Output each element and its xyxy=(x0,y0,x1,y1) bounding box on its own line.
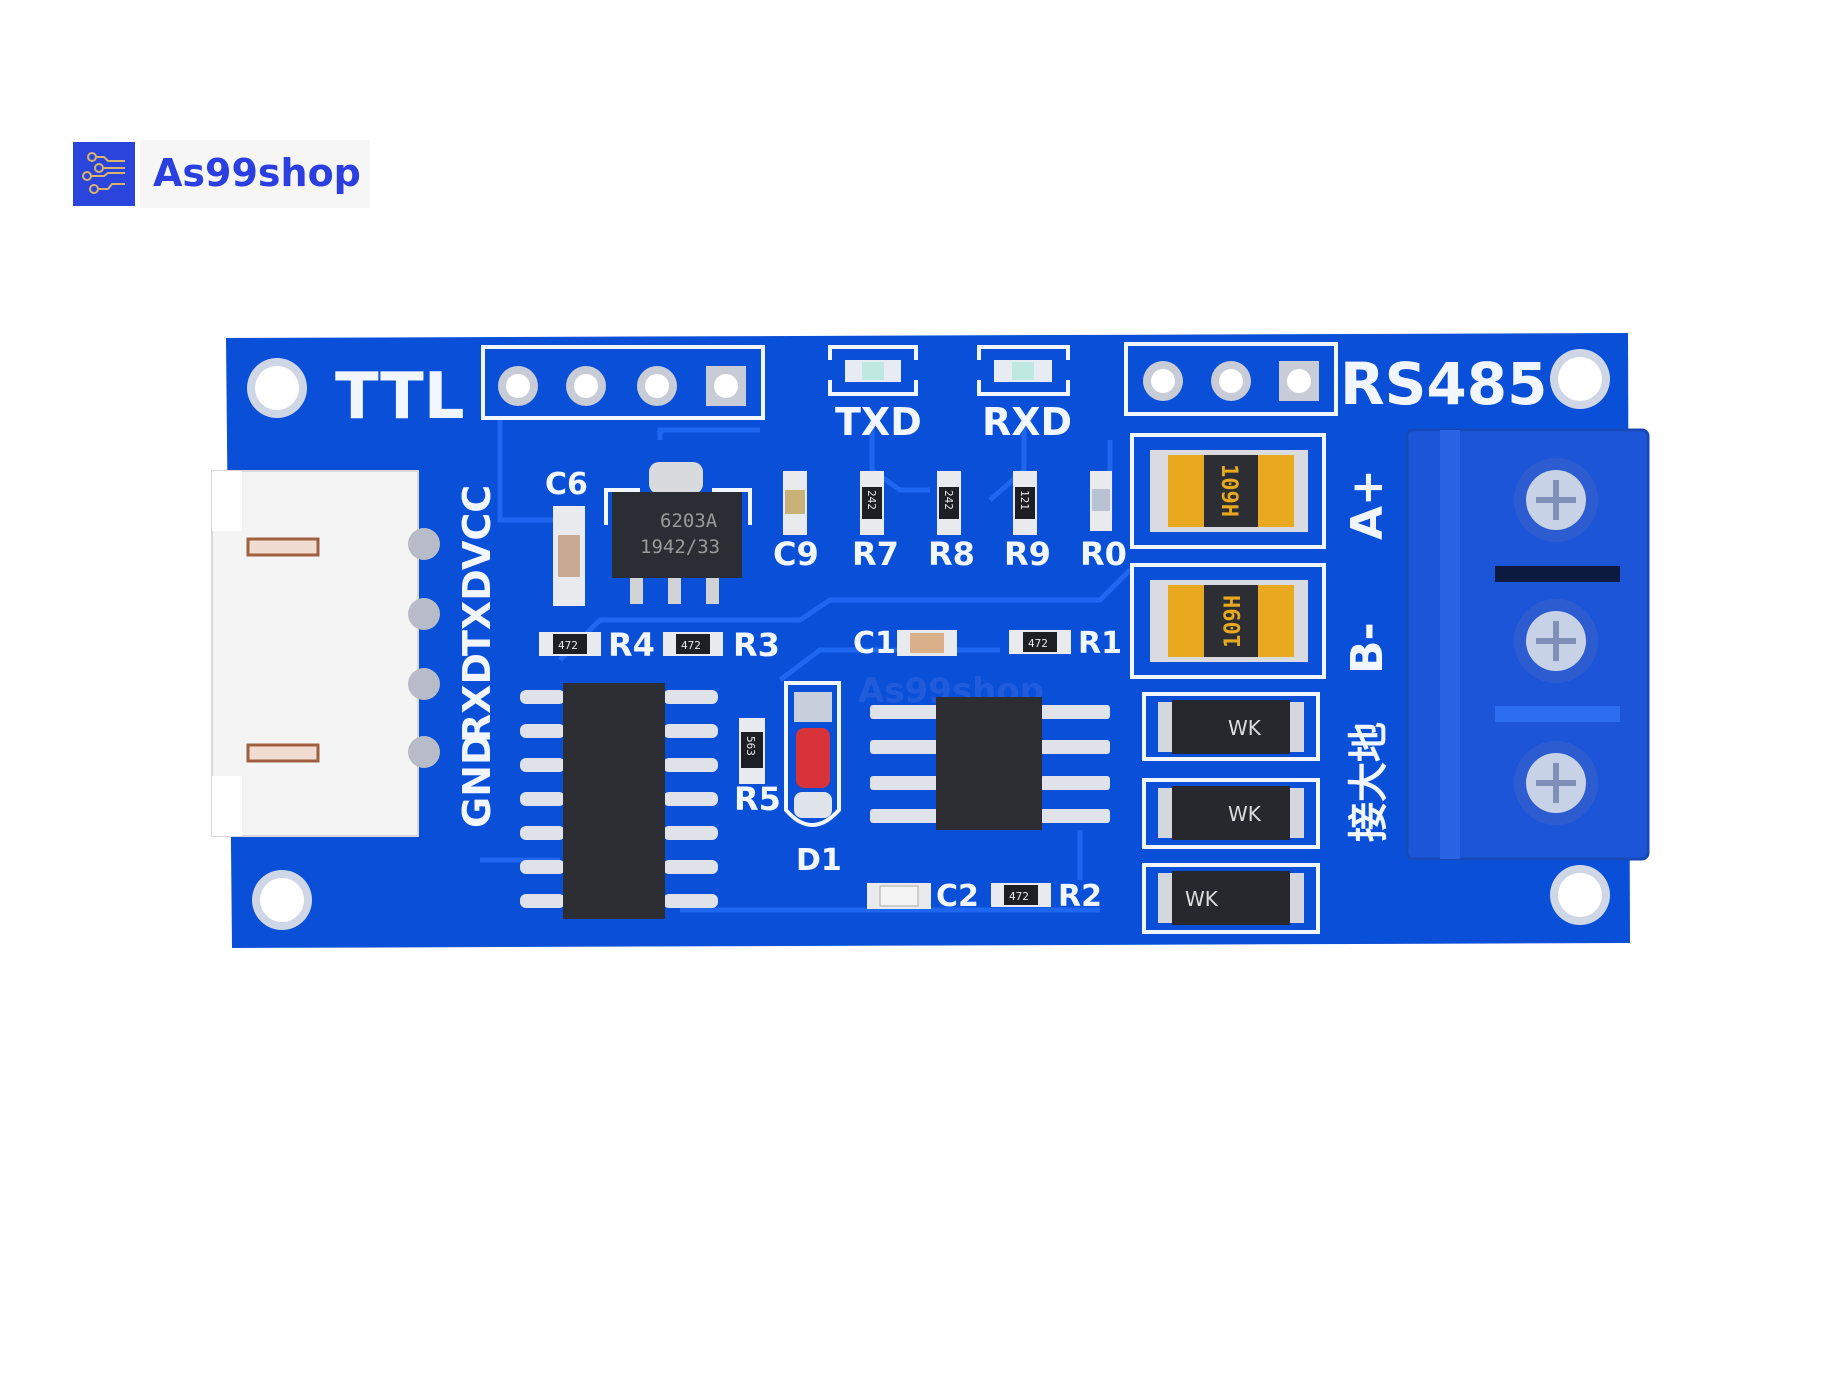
inductor-marking: 109H xyxy=(1221,595,1246,648)
r8-label: R8 xyxy=(928,535,975,573)
resistor-r0 xyxy=(1090,471,1112,531)
ic-soic16 xyxy=(520,683,718,919)
logo-background xyxy=(140,140,370,208)
pin-label-txd: TXD xyxy=(455,569,499,656)
resistor-r1: 472 xyxy=(1009,630,1071,654)
rs485-label: RS485 xyxy=(1340,350,1548,418)
resistor-r2: 472 xyxy=(991,883,1051,907)
screw-icon xyxy=(1514,458,1598,542)
inductor-1: 109H xyxy=(1130,433,1326,549)
resistor-r3: 472 xyxy=(663,632,723,656)
resistor-r9: 121 xyxy=(1013,471,1037,535)
screw-terminal-block xyxy=(1405,428,1650,861)
mounting-hole xyxy=(247,358,307,418)
resistor-r7: 242 xyxy=(860,471,884,535)
voltage-regulator: 6203A 1942/33 xyxy=(604,462,752,604)
pcb-board: TTL TXD RXD RS485 xyxy=(211,333,1650,948)
capacitor-c6 xyxy=(553,506,585,606)
capacitor-c1 xyxy=(897,630,957,656)
mounting-hole xyxy=(1550,349,1610,409)
txd-led xyxy=(828,345,918,396)
r7-code: 242 xyxy=(865,490,878,510)
resistor-r5: 563 xyxy=(739,718,765,784)
jst-connector xyxy=(211,470,440,837)
diode-marking: WK xyxy=(1185,887,1219,911)
rxd-led xyxy=(977,345,1070,396)
regulator-marking-1: 6203A xyxy=(660,510,718,532)
screw-icon xyxy=(1514,599,1598,683)
circuit-traces-icon xyxy=(73,142,135,206)
c1-label: C1 xyxy=(853,626,896,661)
r8-code: 242 xyxy=(942,490,955,510)
ttl-header xyxy=(481,345,765,420)
r9-code: 121 xyxy=(1018,490,1031,510)
txd-led-label: TXD xyxy=(835,400,922,444)
r7-label: R7 xyxy=(852,535,899,573)
r5-code: 563 xyxy=(744,736,757,756)
diode-d1 xyxy=(784,681,841,827)
mounting-hole xyxy=(252,870,312,930)
mounting-holes xyxy=(247,349,1610,930)
r5-label: R5 xyxy=(734,780,781,818)
tvs-diode: WK xyxy=(1142,692,1320,761)
ttl-label: TTL xyxy=(335,360,465,434)
r9-label: R9 xyxy=(1004,535,1051,573)
r3-label: R3 xyxy=(733,626,780,664)
c6-label: C6 xyxy=(545,467,588,502)
copper-traces xyxy=(480,420,1132,913)
logo-text: As99shop xyxy=(153,151,361,195)
r1-label: R1 xyxy=(1078,626,1122,661)
capacitor-c9 xyxy=(783,471,807,535)
r3-code: 472 xyxy=(681,639,701,652)
capacitor-c2 xyxy=(867,883,931,909)
logo: As99shop xyxy=(73,140,370,208)
c2-label: C2 xyxy=(936,879,979,914)
c9-label: C9 xyxy=(773,535,819,573)
r4-code: 472 xyxy=(558,639,578,652)
r2-label: R2 xyxy=(1058,879,1102,914)
terminal-label-b: B- xyxy=(1342,622,1393,674)
terminal-label-a: A+ xyxy=(1342,469,1393,540)
pin-label-vcc: VCC xyxy=(455,485,499,570)
ic-soic8 xyxy=(870,697,1110,830)
inductor-marking: 109H xyxy=(1216,464,1241,517)
pin-label-rxd: RXD xyxy=(455,653,499,743)
terminal-label-ground: 接大地 xyxy=(1346,722,1392,842)
screw-icon xyxy=(1514,741,1598,825)
resistor-r4: 472 xyxy=(539,632,601,656)
resistor-r8: 242 xyxy=(937,471,961,535)
rs485-header xyxy=(1124,342,1338,416)
mounting-hole xyxy=(1550,865,1610,925)
diode-marking: WK xyxy=(1228,716,1262,740)
r4-label: R4 xyxy=(608,626,655,664)
r0-label: R0 xyxy=(1080,535,1127,573)
r2-code: 472 xyxy=(1009,890,1029,903)
tvs-diode: WK xyxy=(1142,863,1320,934)
inductor-2: 109H xyxy=(1130,563,1326,679)
regulator-marking-2: 1942/33 xyxy=(640,536,720,558)
d1-label: D1 xyxy=(796,843,842,878)
tvs-diode: WK xyxy=(1142,778,1320,849)
diode-marking: WK xyxy=(1228,802,1262,826)
pin-label-gnd: GND xyxy=(455,733,499,828)
rxd-led-label: RXD xyxy=(982,400,1072,444)
r1-code: 472 xyxy=(1028,637,1048,650)
